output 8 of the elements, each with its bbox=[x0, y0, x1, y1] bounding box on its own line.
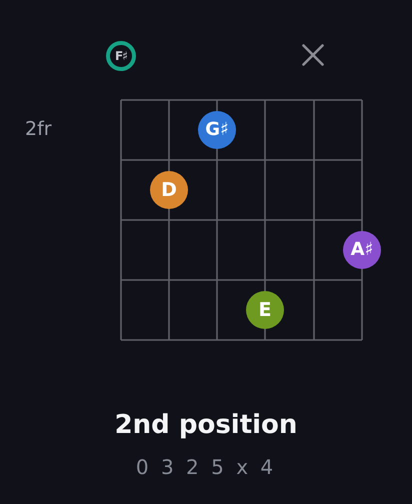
position-title: 2nd position bbox=[114, 410, 298, 440]
note-dot: E bbox=[246, 291, 284, 329]
fret-number: 2fr bbox=[25, 118, 52, 141]
note-dot: D bbox=[150, 171, 188, 209]
note-dot: A♯ bbox=[343, 231, 381, 269]
open-string-ring: F♯ bbox=[106, 41, 136, 71]
note-dot: G♯ bbox=[198, 111, 236, 149]
fingering-text: 0 3 2 5 x 4 bbox=[136, 455, 276, 479]
